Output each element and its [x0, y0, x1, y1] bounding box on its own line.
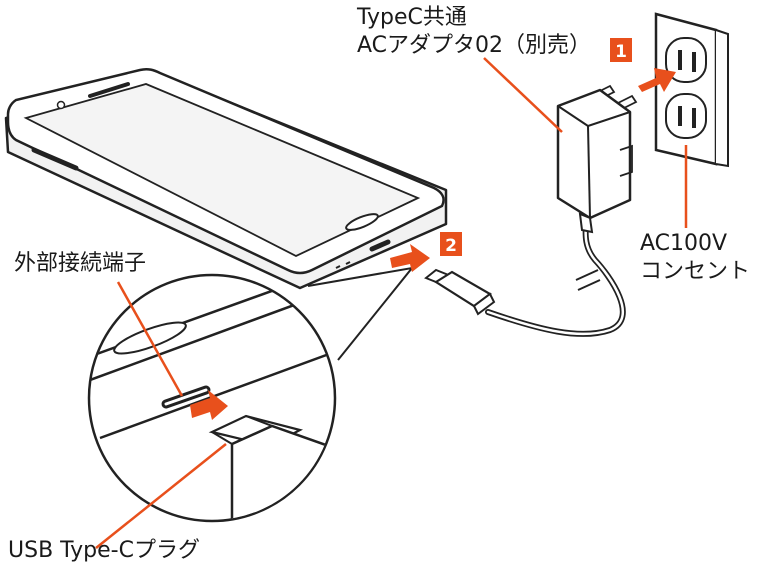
leader-port	[116, 281, 184, 397]
arrow-step-2	[390, 244, 430, 272]
arrow-magnifier	[190, 390, 228, 420]
leader-plug	[95, 443, 227, 549]
adapter-label-line1: TypeC共通	[356, 5, 467, 30]
leader-adapter	[483, 57, 563, 133]
step-badge-1: 1	[610, 38, 632, 62]
outlet-label-line1: AC100V	[640, 231, 727, 256]
ac-adapter	[556, 84, 638, 291]
fingerprint-button-icon	[345, 213, 379, 231]
wall-outlet	[654, 12, 729, 168]
step-number: 2	[445, 236, 457, 256]
adapter-label-line2: ACアダプタ02（別売）	[357, 33, 591, 58]
magnifier-callout	[87, 266, 415, 523]
step-badge-2: 2	[440, 232, 462, 256]
usb-cable	[424, 219, 626, 337]
outlet-label-line2: コンセント	[640, 259, 750, 284]
smartphone	[4, 67, 448, 290]
step-number: 1	[615, 42, 627, 62]
plug-label: USB Type-Cプラグ	[8, 538, 200, 563]
usb-port-icon	[369, 239, 391, 252]
arrow-step-1	[638, 68, 676, 92]
front-camera-icon	[56, 100, 66, 110]
port-label: 外部接続端子	[14, 251, 146, 276]
